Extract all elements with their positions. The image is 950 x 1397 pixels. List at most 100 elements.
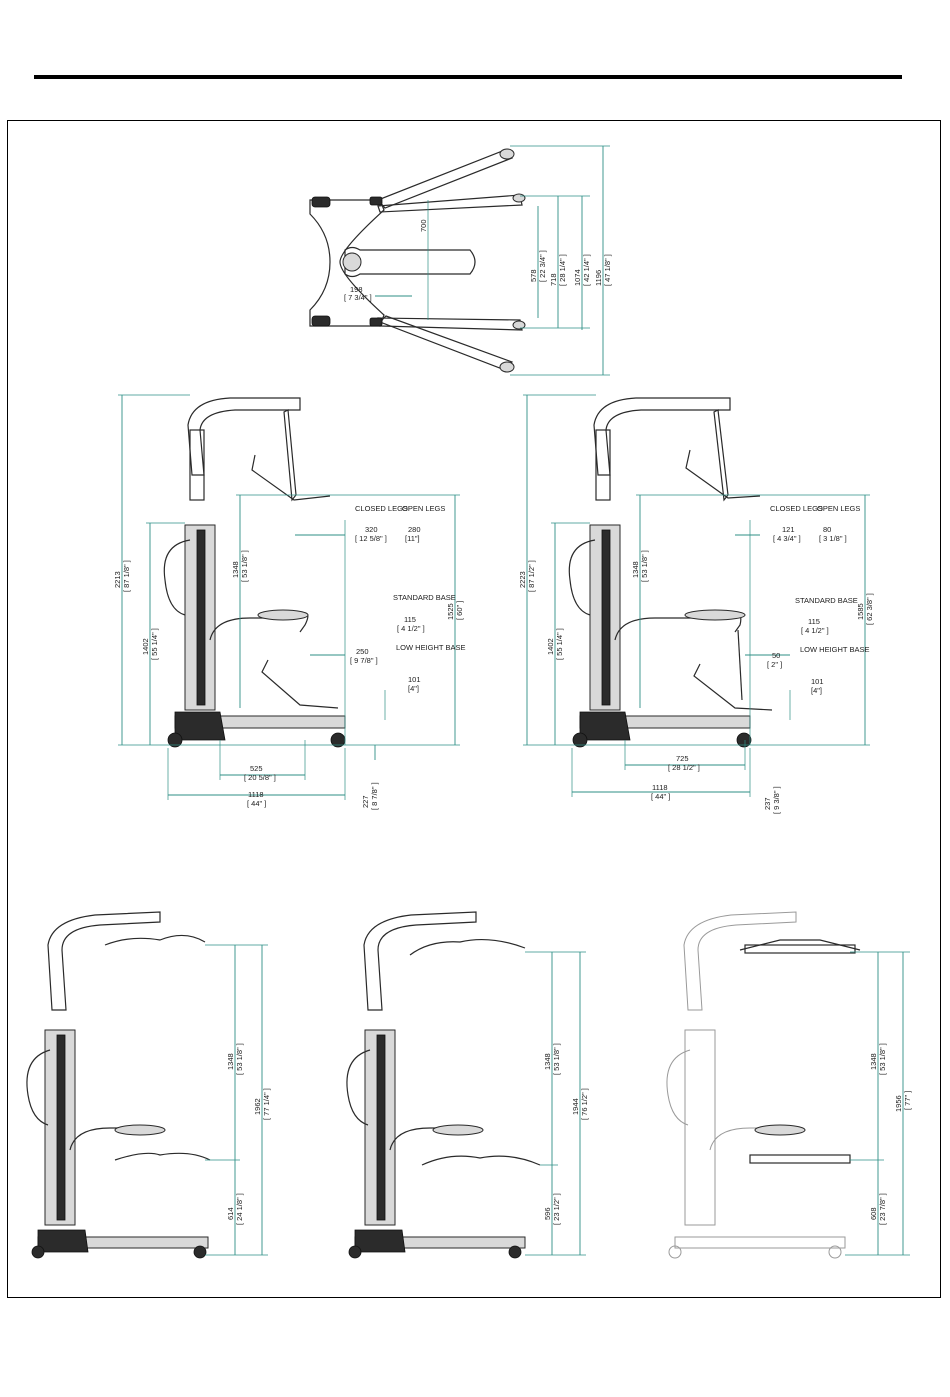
- dim-614-in: [ 24 1/8" ]: [235, 1193, 244, 1225]
- bottom-view-1: 1348 [ 53 1/8" ] 1962 [ 77 1/4" ] 614 [ …: [26, 911, 271, 1259]
- dim-1956: 1956: [894, 1095, 903, 1112]
- actuator-icon: [196, 529, 206, 706]
- top-view-leg-lower-closed: [377, 317, 523, 331]
- boom-extended: [47, 911, 161, 1011]
- mast: [684, 1029, 716, 1226]
- dim-718: 718: [549, 273, 558, 286]
- bottom-view-3: 1348 [ 53 1/8" ] 1956 [ 77" ] 608 [ 23 7…: [666, 911, 912, 1259]
- spreader-bar-lowered: [114, 1152, 211, 1161]
- dim-1348-in: [ 53 1/8" ]: [552, 1043, 561, 1075]
- dim-280-in: [11"]: [405, 534, 420, 543]
- dim-1962-in: [ 77 1/4" ]: [262, 1088, 271, 1120]
- cradle-icon: [754, 1124, 806, 1136]
- top-view-leg-upper-open: [376, 149, 514, 209]
- dim-1402-in: [ 55 1/4" ]: [555, 628, 564, 660]
- boom-lowered: [709, 1127, 800, 1151]
- push-handle: [163, 539, 191, 616]
- side-view-right: 2223 [ 87 1/2" ] 1402 [ 55 1/4" ] 1348 […: [518, 394, 874, 814]
- actuator-icon: [601, 529, 611, 706]
- caster-icon: [499, 361, 515, 373]
- boom-lowered: [69, 1127, 160, 1151]
- dim-80: 80: [823, 525, 831, 534]
- dim-1348: 1348: [226, 1053, 235, 1070]
- dim-596: 596: [543, 1207, 552, 1220]
- rear-wheel-icon: [311, 315, 331, 327]
- dim-1525: 1525: [446, 603, 455, 620]
- push-handle: [26, 1049, 51, 1126]
- actuator-icon: [56, 1034, 66, 1221]
- dim-1118: 1118: [248, 790, 264, 799]
- boom-extended: [593, 397, 731, 476]
- dim-578: 578: [529, 269, 538, 282]
- spreader-bar-frame: [744, 944, 856, 954]
- spreader-bar-arm-lowered: [737, 629, 743, 701]
- dim-1348-in: [ 53 1/8" ]: [240, 550, 249, 582]
- dim-227-in: [ 8 7/8" ]: [370, 782, 379, 810]
- spreader-bar-lowered: [421, 1155, 541, 1166]
- dim-227: 227: [361, 795, 370, 808]
- dim-121: 121: [782, 525, 795, 534]
- dim-525: 525: [250, 764, 263, 773]
- dim-115-in: [ 4 1/2" ]: [397, 624, 425, 633]
- dim-1196: 1196: [594, 270, 603, 286]
- boom-extended: [683, 911, 797, 1011]
- dim-1962: 1962: [253, 1098, 262, 1115]
- dim-115: 115: [404, 615, 416, 624]
- dim-101-in: [4"]: [408, 684, 419, 693]
- caster-icon: [512, 320, 526, 330]
- spreader-bar-lowered: [749, 1154, 851, 1164]
- top-view-boom: [344, 246, 476, 278]
- base-chassis: [354, 1229, 406, 1253]
- front-caster-icon: [508, 1245, 522, 1259]
- dim-50: 50: [772, 651, 780, 660]
- dim-596-in: [ 23 1/2" ]: [552, 1193, 561, 1225]
- header-rule: [34, 75, 902, 79]
- top-view: 700 198 [ 7 3/4" ] 578 [ 22 3/4" ] 718 […: [309, 145, 612, 376]
- front-caster-icon: [828, 1245, 842, 1259]
- bottom-view-2: 1348 [ 53 1/8" ] 1944 [ 76 1/2" ] 596 [ …: [346, 911, 589, 1259]
- cradle-icon: [432, 1124, 484, 1136]
- spreader-bar: [409, 938, 526, 956]
- side-view-left: 2213 [ 87 1/8" ] 1402 [ 55 1/4" ] 1348 […: [113, 394, 465, 810]
- spreader-bar-arm: [713, 409, 729, 502]
- dim-725-in: [ 28 1/2" ]: [668, 763, 700, 772]
- dim-1348: 1348: [631, 561, 640, 578]
- dim-1402-in: [ 55 1/4" ]: [150, 628, 159, 660]
- spreader-bar-arm: [283, 409, 297, 502]
- actuator-icon: [376, 1034, 386, 1221]
- sling-hook-bar: [251, 454, 331, 501]
- dim-50-in: [ 2" ]: [767, 660, 782, 669]
- dim-1118-in: [ 44" ]: [651, 792, 670, 801]
- caster-icon: [499, 148, 515, 160]
- dim-1402: 1402: [546, 638, 555, 655]
- dim-1348-in: [ 53 1/8" ]: [878, 1043, 887, 1075]
- cradle-icon: [257, 609, 309, 621]
- dim-578-in: [ 22 3/4" ]: [538, 250, 547, 282]
- label-open-legs: OPEN LEGS: [402, 504, 445, 513]
- dim-525-in: [ 20 5/8" ]: [244, 773, 276, 782]
- dim-725: 725: [676, 754, 689, 763]
- dim-237-in: [ 9 3/8" ]: [772, 786, 781, 814]
- base-leg: [674, 1236, 846, 1249]
- front-caster-icon: [193, 1245, 207, 1259]
- rear-wheel-icon: [311, 196, 331, 208]
- dim-1525-in: [ 60" ]: [455, 601, 464, 620]
- dim-1944: 1944: [571, 1098, 580, 1115]
- rear-caster-icon: [572, 732, 588, 748]
- rear-caster-icon: [668, 1245, 682, 1259]
- sling-hook-bar: [685, 449, 761, 499]
- sling-bar-lowered: [261, 659, 339, 709]
- dim-1402: 1402: [141, 638, 150, 655]
- dim-2213-in: [ 87 1/8" ]: [122, 560, 131, 592]
- dim-1118: 1118: [652, 783, 668, 792]
- dim-1348: 1348: [869, 1053, 878, 1070]
- dim-2213: 2213: [113, 571, 122, 588]
- dim-718-in: [ 28 1/4" ]: [558, 254, 567, 286]
- mast-head-icon: [342, 252, 362, 272]
- sling-bar-lowered: [693, 663, 773, 711]
- boom-extended: [363, 911, 477, 1011]
- boom-lowered: [389, 1127, 480, 1151]
- dim-1956-in: [ 77" ]: [903, 1091, 912, 1110]
- dim-320: 320: [365, 525, 378, 534]
